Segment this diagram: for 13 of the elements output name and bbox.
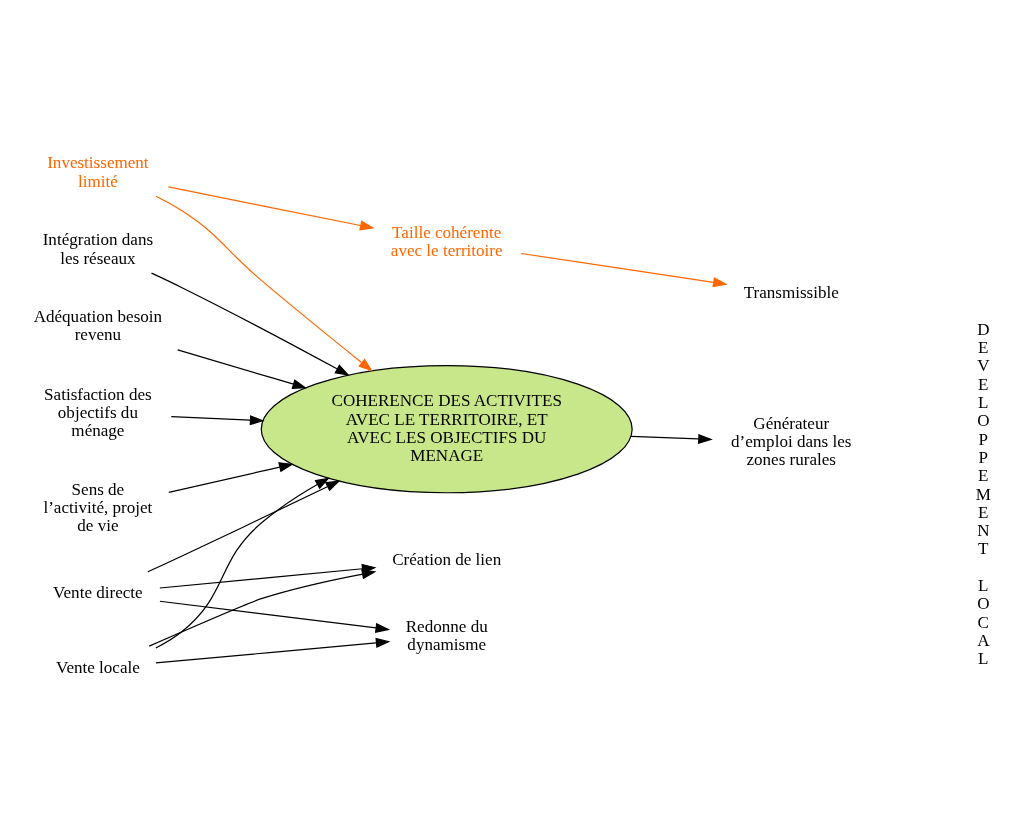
node-text: Taille cohérente avec le territoire xyxy=(390,222,503,260)
node-text: Investissement limité xyxy=(47,152,149,191)
label: DEVELOPPEMENT LOCAL xyxy=(975,319,991,668)
node-text: Redonne du dynamisme xyxy=(405,616,488,654)
node-text: Création de lien xyxy=(392,549,502,569)
node-text: Adéquation besoin revenu xyxy=(33,306,163,344)
node-text: Sens de l’activité, projet de vie xyxy=(43,479,153,535)
node-text: Intégration dans les réseaux xyxy=(42,229,154,268)
node-text: Générateur d’emploi dans les zones rurales xyxy=(731,413,852,469)
node-text: Transmissible xyxy=(743,282,839,302)
node-text: Vente locale xyxy=(55,657,140,677)
node-text: Vente directe xyxy=(53,582,143,602)
node-text: Satisfaction des objectifs du ménage xyxy=(44,384,152,440)
